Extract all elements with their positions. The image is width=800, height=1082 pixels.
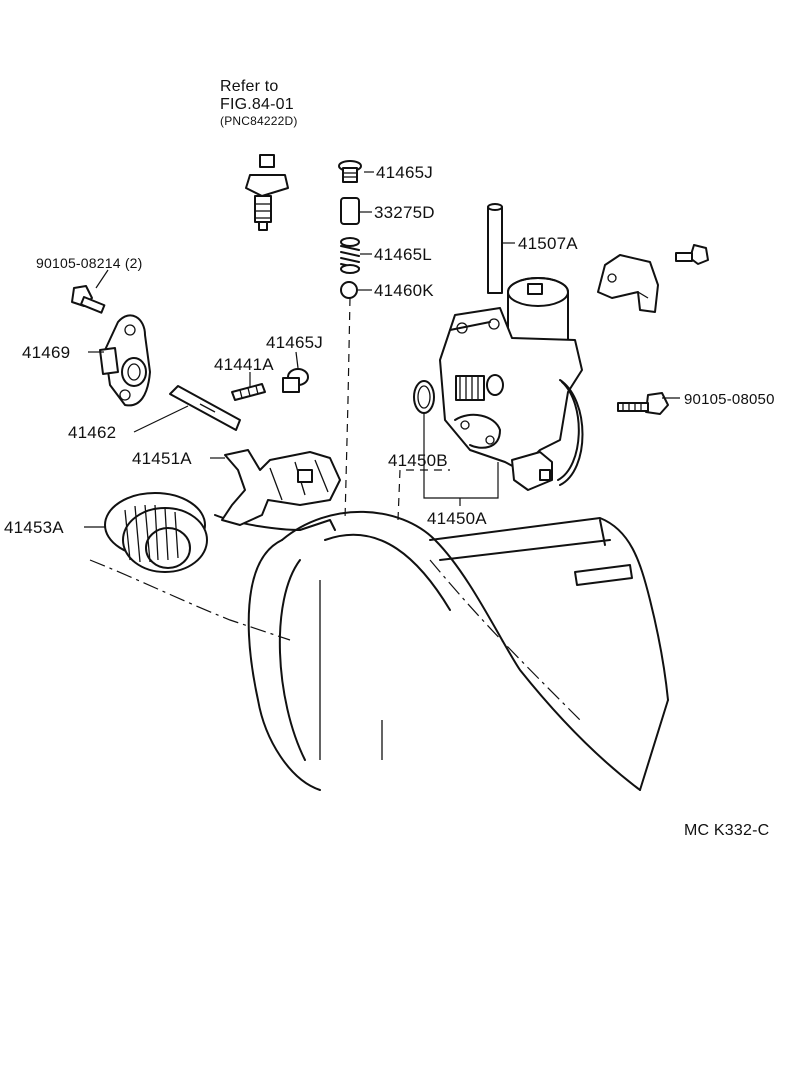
label-41450A: 41450A (427, 509, 487, 528)
reference-line2: FIG.84-01 (220, 96, 294, 113)
label-90105-08214: 90105-08214 (2) (36, 255, 143, 271)
transfer-case-housing (89, 510, 669, 791)
o-ring-41450B-part (413, 380, 435, 414)
pin-41441A-part (231, 383, 266, 401)
leader-lines (84, 171, 680, 528)
speed-sensor-part (245, 154, 289, 231)
bolt-bracket-part (675, 244, 709, 265)
label-41469: 41469 (22, 343, 70, 362)
spring-41465L-part (340, 237, 360, 274)
label-41507A: 41507A (518, 234, 578, 253)
reference-line3: (PNC84222D) (220, 114, 298, 128)
actuator-assembly-part (439, 277, 584, 491)
label-41451A: 41451A (132, 449, 192, 468)
bolt-90105-08214-part (71, 285, 106, 314)
label-41441A: 41441A (214, 355, 274, 374)
fork-41451A-part (221, 449, 341, 526)
label-41465J-mid: 41465J (266, 333, 323, 352)
label-41453A: 41453A (4, 518, 64, 537)
ball-41460K-part (340, 281, 358, 299)
reference-line1: Refer to (220, 78, 279, 95)
sleeve-41453A-part (104, 492, 208, 573)
diagram-code: MC K332-C (684, 822, 769, 839)
assembly-line-center (344, 297, 351, 521)
label-41462: 41462 (68, 423, 116, 442)
cover-41469-part (99, 314, 151, 407)
label-41465L: 41465L (374, 245, 432, 264)
shaft-41507A-part (487, 203, 503, 294)
plug-41465J-part (338, 160, 362, 183)
assembly-line-actuator (397, 469, 450, 521)
plug-41465J-mid-part (282, 368, 309, 393)
bracket-part (597, 254, 659, 313)
shaft-41462-part (169, 385, 241, 431)
label-41460K: 41460K (374, 281, 434, 300)
sleeve-33275D-part (340, 197, 360, 225)
label-33275D: 33275D (374, 203, 435, 222)
label-41450B: 41450B (388, 451, 448, 470)
label-41465J-top: 41465J (376, 163, 433, 182)
bolt-90105-08050-part (617, 392, 669, 415)
label-90105-08050: 90105-08050 (684, 391, 775, 408)
